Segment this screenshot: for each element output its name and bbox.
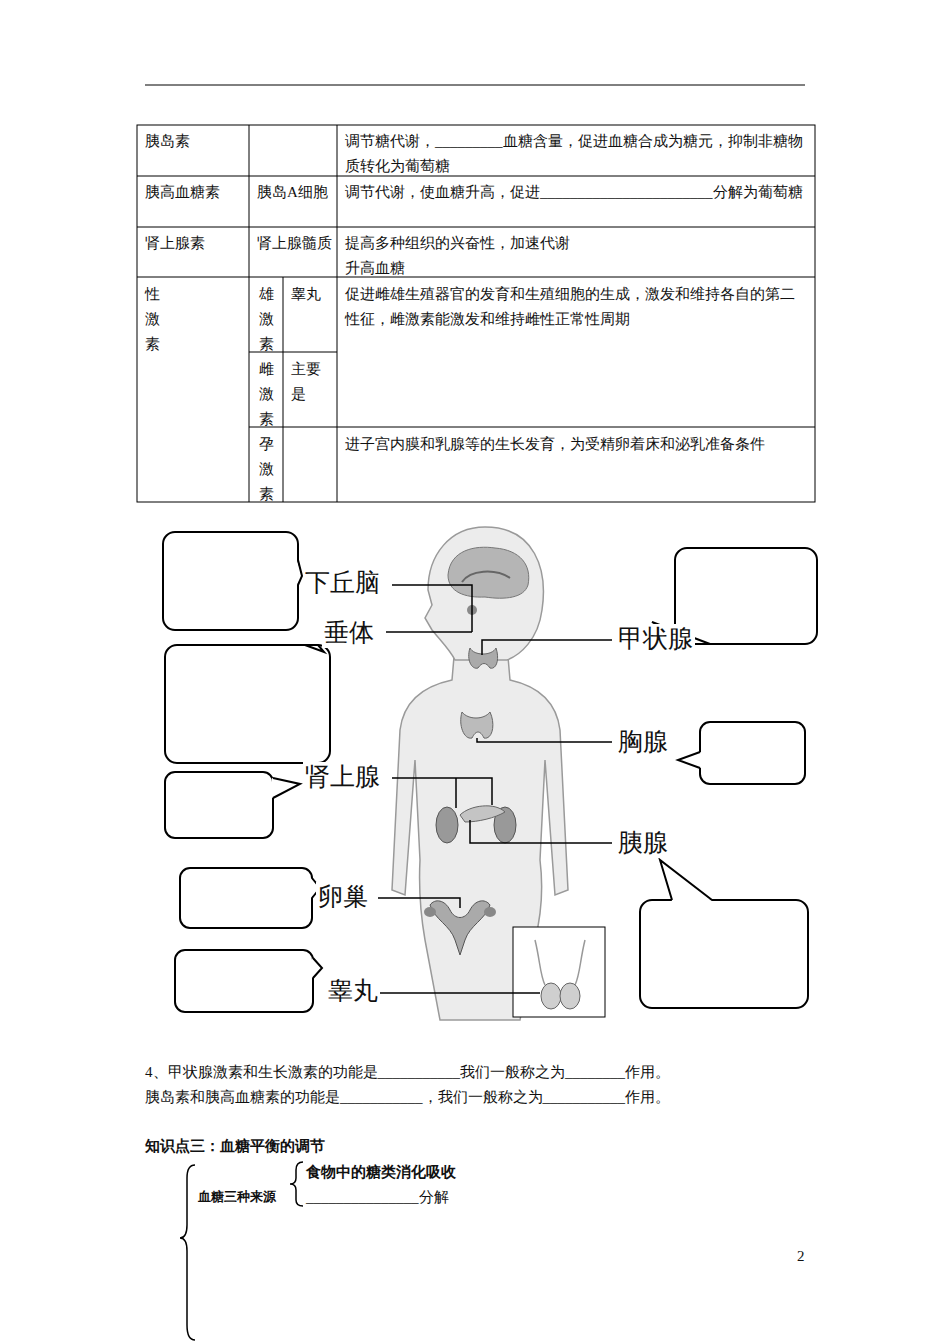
- gland-label: 胸腺: [616, 727, 670, 757]
- page-number: 2: [797, 1244, 805, 1269]
- table-cell: 主要是: [291, 357, 331, 407]
- question-text: 4、甲状腺激素和生长激素的功能是___________我们一般称之为______…: [145, 1060, 670, 1085]
- table-cell: 升高血糖: [345, 256, 807, 281]
- table-cell: 孕激素: [259, 432, 274, 506]
- table-cell: 调节糖代谢，_________血糖含量，促进血糖合成为糖元，抑制非糖物质转化为葡…: [345, 129, 807, 179]
- answer-callouts: [163, 532, 817, 1012]
- table-cell: 雌激素: [259, 357, 274, 431]
- brace-label: 血糖三种来源: [198, 1184, 276, 1209]
- table-cell: 促进雌雄生殖器官的发育和生殖细胞的生成，激发和维持各自的第二性征，雌激素能激发和…: [345, 282, 807, 332]
- list-item: _______________分解: [306, 1185, 449, 1210]
- table-cell: 调节代谢，使血糖升高，促进_______________________分解为葡…: [345, 180, 807, 205]
- gland-label: 垂体: [322, 618, 376, 648]
- header-rule: [145, 85, 805, 86]
- gland-label: 卵巢: [316, 882, 370, 912]
- gland-label: 甲状腺: [616, 624, 695, 654]
- table-cell: 提高多种组织的兴奋性，加速代谢: [345, 231, 807, 256]
- gland-label: 下丘脑: [303, 568, 382, 598]
- table-cell: 胰岛A细胞: [257, 180, 335, 205]
- table-cell: 胰高血糖素: [145, 180, 245, 205]
- gland-label: 肾上腺: [303, 762, 382, 792]
- gland-label: 胰腺: [616, 828, 670, 858]
- body-illustration: [392, 527, 605, 1020]
- table-cell: 雄激素: [259, 282, 274, 356]
- table-cell: 胰岛素: [145, 129, 245, 154]
- table-cell: 肾上腺素: [145, 231, 245, 256]
- list-item: 食物中的糖类消化吸收: [306, 1160, 456, 1185]
- table-cell: 睾丸: [291, 282, 331, 307]
- table-cell: 进子宫内膜和乳腺等的生长发育，为受精卵着床和泌乳准备条件: [345, 432, 807, 457]
- table-grid: [137, 125, 815, 502]
- leader-lines: [378, 585, 612, 993]
- table-cell: 性激素: [145, 282, 160, 356]
- table-cell: 肾上腺髓质: [257, 231, 335, 256]
- braces: [180, 1162, 303, 1340]
- section-heading: 知识点三：血糖平衡的调节: [145, 1134, 325, 1159]
- gland-label: 睾丸: [326, 976, 380, 1006]
- question-text: 胰岛素和胰高血糖素的功能是___________，我们一般称之为________…: [145, 1085, 670, 1110]
